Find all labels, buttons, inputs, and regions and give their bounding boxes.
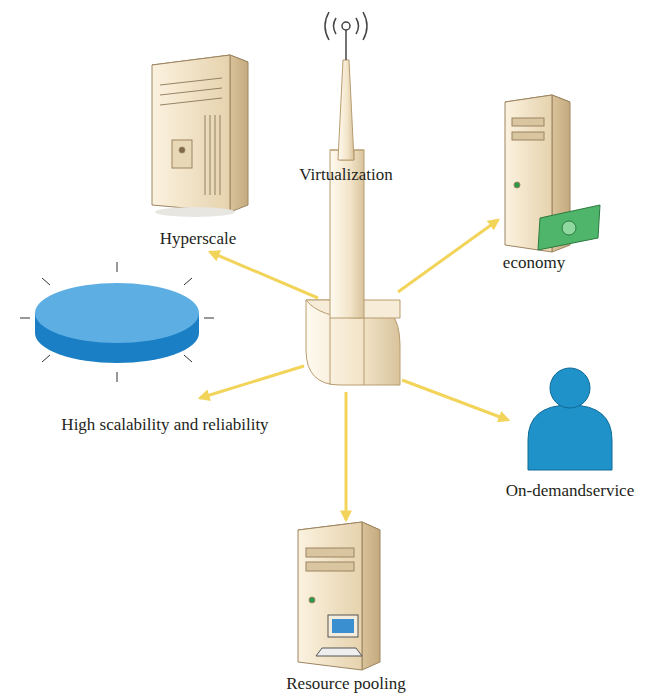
server-money-icon <box>505 95 600 252</box>
storage-disc-icon <box>20 262 214 382</box>
server-workstation-icon <box>298 522 380 670</box>
icon-label: Resource pooling <box>286 675 405 694</box>
icon-label: Hyperscale <box>160 230 236 249</box>
user-icon <box>528 368 612 470</box>
shadow <box>155 207 235 217</box>
central-tower <box>306 150 400 385</box>
antenna-icon <box>325 12 367 160</box>
icon-label: Virtualization <box>299 166 392 185</box>
icon-label: economy <box>503 254 565 273</box>
server-rack-icon <box>152 55 248 212</box>
icon-label: High scalability and reliability <box>61 416 268 435</box>
icon-label: On-demandservice <box>506 482 634 501</box>
